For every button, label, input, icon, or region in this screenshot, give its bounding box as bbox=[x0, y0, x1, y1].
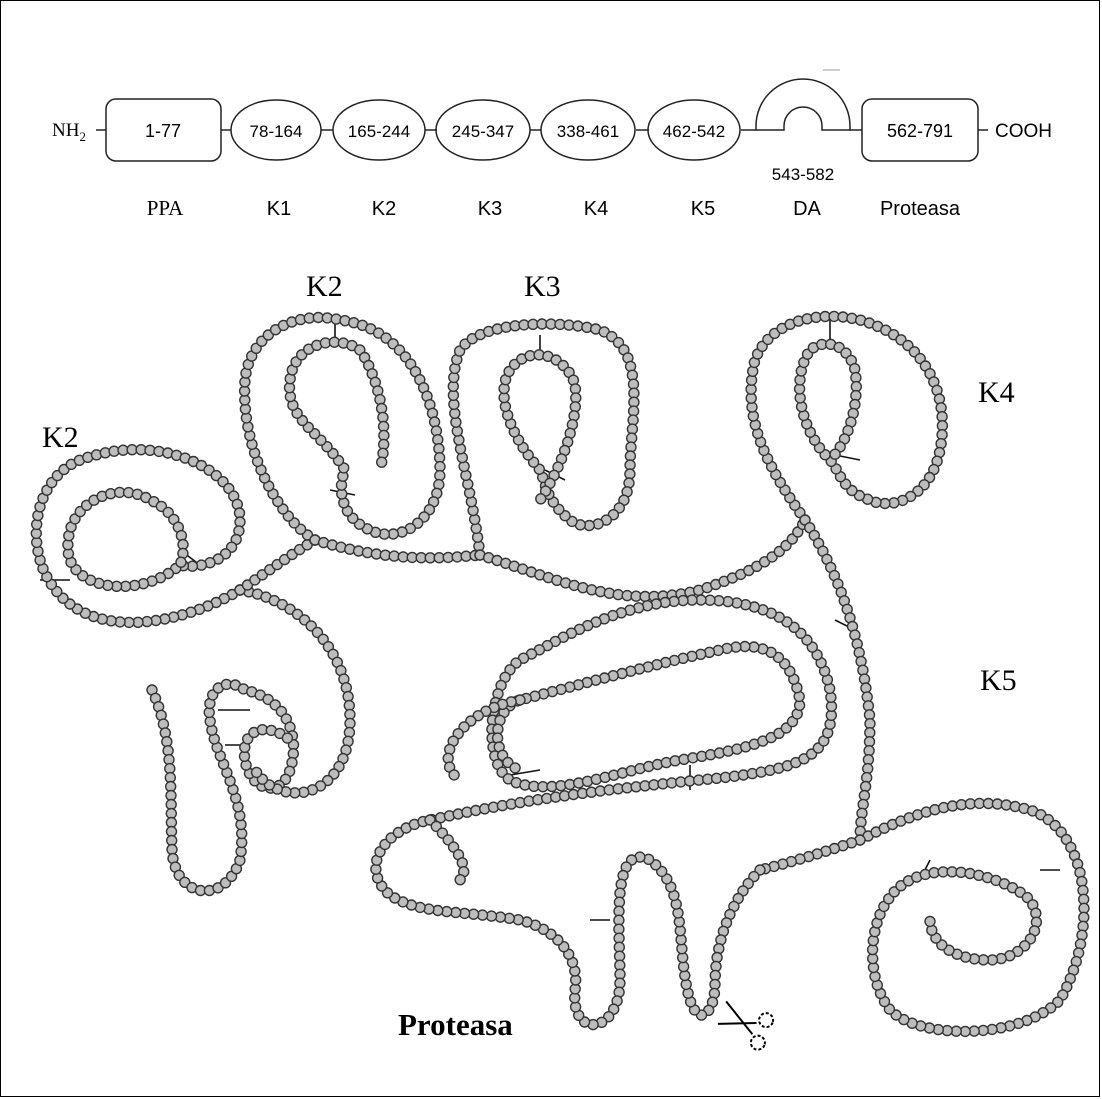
chain-segment bbox=[855, 798, 1089, 1036]
residue-bead bbox=[377, 457, 387, 467]
domain-map: NH2 bbox=[52, 70, 988, 161]
domain-name: DA bbox=[793, 198, 821, 220]
domain-name: K2 bbox=[372, 198, 396, 220]
residue-bead bbox=[510, 763, 520, 773]
domain-texts: 1-77 78-164 165-244 245-347 338-461 462-… bbox=[145, 121, 1052, 220]
c-terminus-label: COOH bbox=[995, 121, 1052, 142]
domain-range: 562-791 bbox=[887, 121, 953, 141]
domain-range: 165-244 bbox=[348, 122, 410, 141]
residue-bead bbox=[536, 494, 546, 504]
domain-range: 245-347 bbox=[452, 122, 514, 141]
domain-range: 338-461 bbox=[557, 122, 619, 141]
domain-range: 78-164 bbox=[250, 122, 303, 141]
residue-bead bbox=[176, 557, 186, 567]
chain-segment bbox=[800, 515, 875, 836]
residue-bead bbox=[449, 770, 459, 780]
domain-name: PPA bbox=[147, 196, 184, 220]
chain-segment bbox=[31, 445, 245, 628]
residue-bead bbox=[455, 875, 465, 885]
chain-segment bbox=[425, 815, 469, 885]
label-k2-top: K2 bbox=[306, 270, 343, 303]
scissors-icon bbox=[714, 999, 775, 1052]
scissors-handle bbox=[749, 1034, 767, 1052]
domain-name: K5 bbox=[691, 198, 715, 220]
chain-segment bbox=[448, 319, 639, 560]
chain-segment bbox=[746, 311, 947, 525]
chain-segment bbox=[760, 835, 865, 874]
domain-range: 1-77 bbox=[145, 121, 181, 141]
residue-bead bbox=[925, 916, 935, 926]
chain-segment bbox=[475, 519, 808, 601]
label-k5: K5 bbox=[980, 664, 1017, 697]
residue-bead bbox=[830, 449, 840, 459]
domain-name: K4 bbox=[584, 198, 608, 220]
domain-name: Proteasa bbox=[880, 198, 961, 220]
label-k4: K4 bbox=[978, 376, 1015, 409]
chain-segment bbox=[371, 595, 837, 1030]
domain-name: K1 bbox=[267, 198, 291, 220]
bead-chain bbox=[31, 311, 1089, 1036]
residue-bead bbox=[282, 733, 292, 743]
scissors-handle bbox=[757, 1011, 775, 1029]
label-k2-left: K2 bbox=[42, 421, 79, 454]
chain-segment bbox=[235, 535, 320, 595]
label-k3: K3 bbox=[524, 270, 561, 303]
residue-bead bbox=[252, 767, 262, 777]
label-protease: Proteasa bbox=[398, 1007, 513, 1042]
scissors-blade bbox=[719, 1001, 760, 1034]
chain-segment bbox=[240, 313, 445, 546]
disulfide-bonds bbox=[40, 315, 1060, 920]
domain-da-arch bbox=[756, 79, 850, 130]
domain-range: 462-542 bbox=[663, 122, 725, 141]
n-terminus-label: NH2 bbox=[52, 120, 86, 144]
domain-name: K3 bbox=[478, 198, 502, 220]
domain-range: 543-582 bbox=[772, 165, 834, 184]
